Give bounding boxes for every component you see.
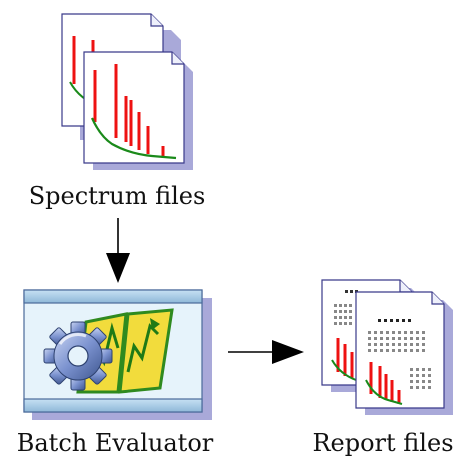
report-files-label: Report files [312,429,453,457]
batch-evaluator-label: Batch Evaluator [17,429,214,457]
spectrum-files-icon [61,13,193,170]
batch-evaluator-icon [23,289,212,420]
gear-icon [43,321,113,391]
report-files-icon [321,279,453,415]
arrow-down [106,218,130,283]
spectrum-files-label: Spectrum files [29,182,206,210]
report-document-front [355,291,453,415]
arrow-right [228,340,304,364]
spectrum-document-front [83,51,193,170]
